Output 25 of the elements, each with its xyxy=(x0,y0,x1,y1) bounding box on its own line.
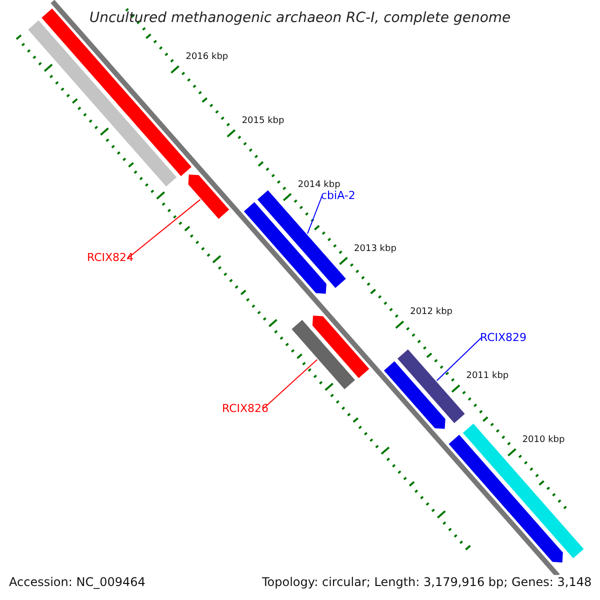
gene-block xyxy=(462,424,584,558)
scale-label: 2011 kbp xyxy=(466,371,509,381)
scale-label: 2010 kbp xyxy=(522,434,565,445)
gene-label: RCIX826 xyxy=(222,402,269,415)
accession-text: Accession: NC_009464 xyxy=(9,575,146,589)
leader-line xyxy=(128,199,201,258)
gene-block xyxy=(292,320,356,390)
leader-line xyxy=(436,338,482,382)
gene-label: RCIX829 xyxy=(480,331,527,344)
gene-block xyxy=(448,434,563,563)
gene-block xyxy=(312,316,370,378)
genome-info-text: Topology: circular; Length: 3,179,916 bp; Genes: 3,148 xyxy=(262,575,592,589)
diagram-title: Uncultured methanogenic archaeon RC-I, complete genome xyxy=(88,10,512,26)
gene-block xyxy=(397,349,465,424)
scale-label: 2013 kbp xyxy=(354,244,396,254)
scale-label: 2016 kbp xyxy=(186,52,228,62)
gene-label: cbiA-2 xyxy=(321,189,356,202)
gene-block xyxy=(384,361,446,429)
gene-block xyxy=(244,202,326,294)
leader-line xyxy=(306,196,322,234)
gene-label: RCIX824 xyxy=(87,251,134,264)
gene-block xyxy=(188,174,230,219)
scale-label: 2012 kbp xyxy=(410,307,453,318)
scale-label: 2014 kbp xyxy=(298,180,340,190)
scale-label: 2015 kbp xyxy=(242,116,284,126)
